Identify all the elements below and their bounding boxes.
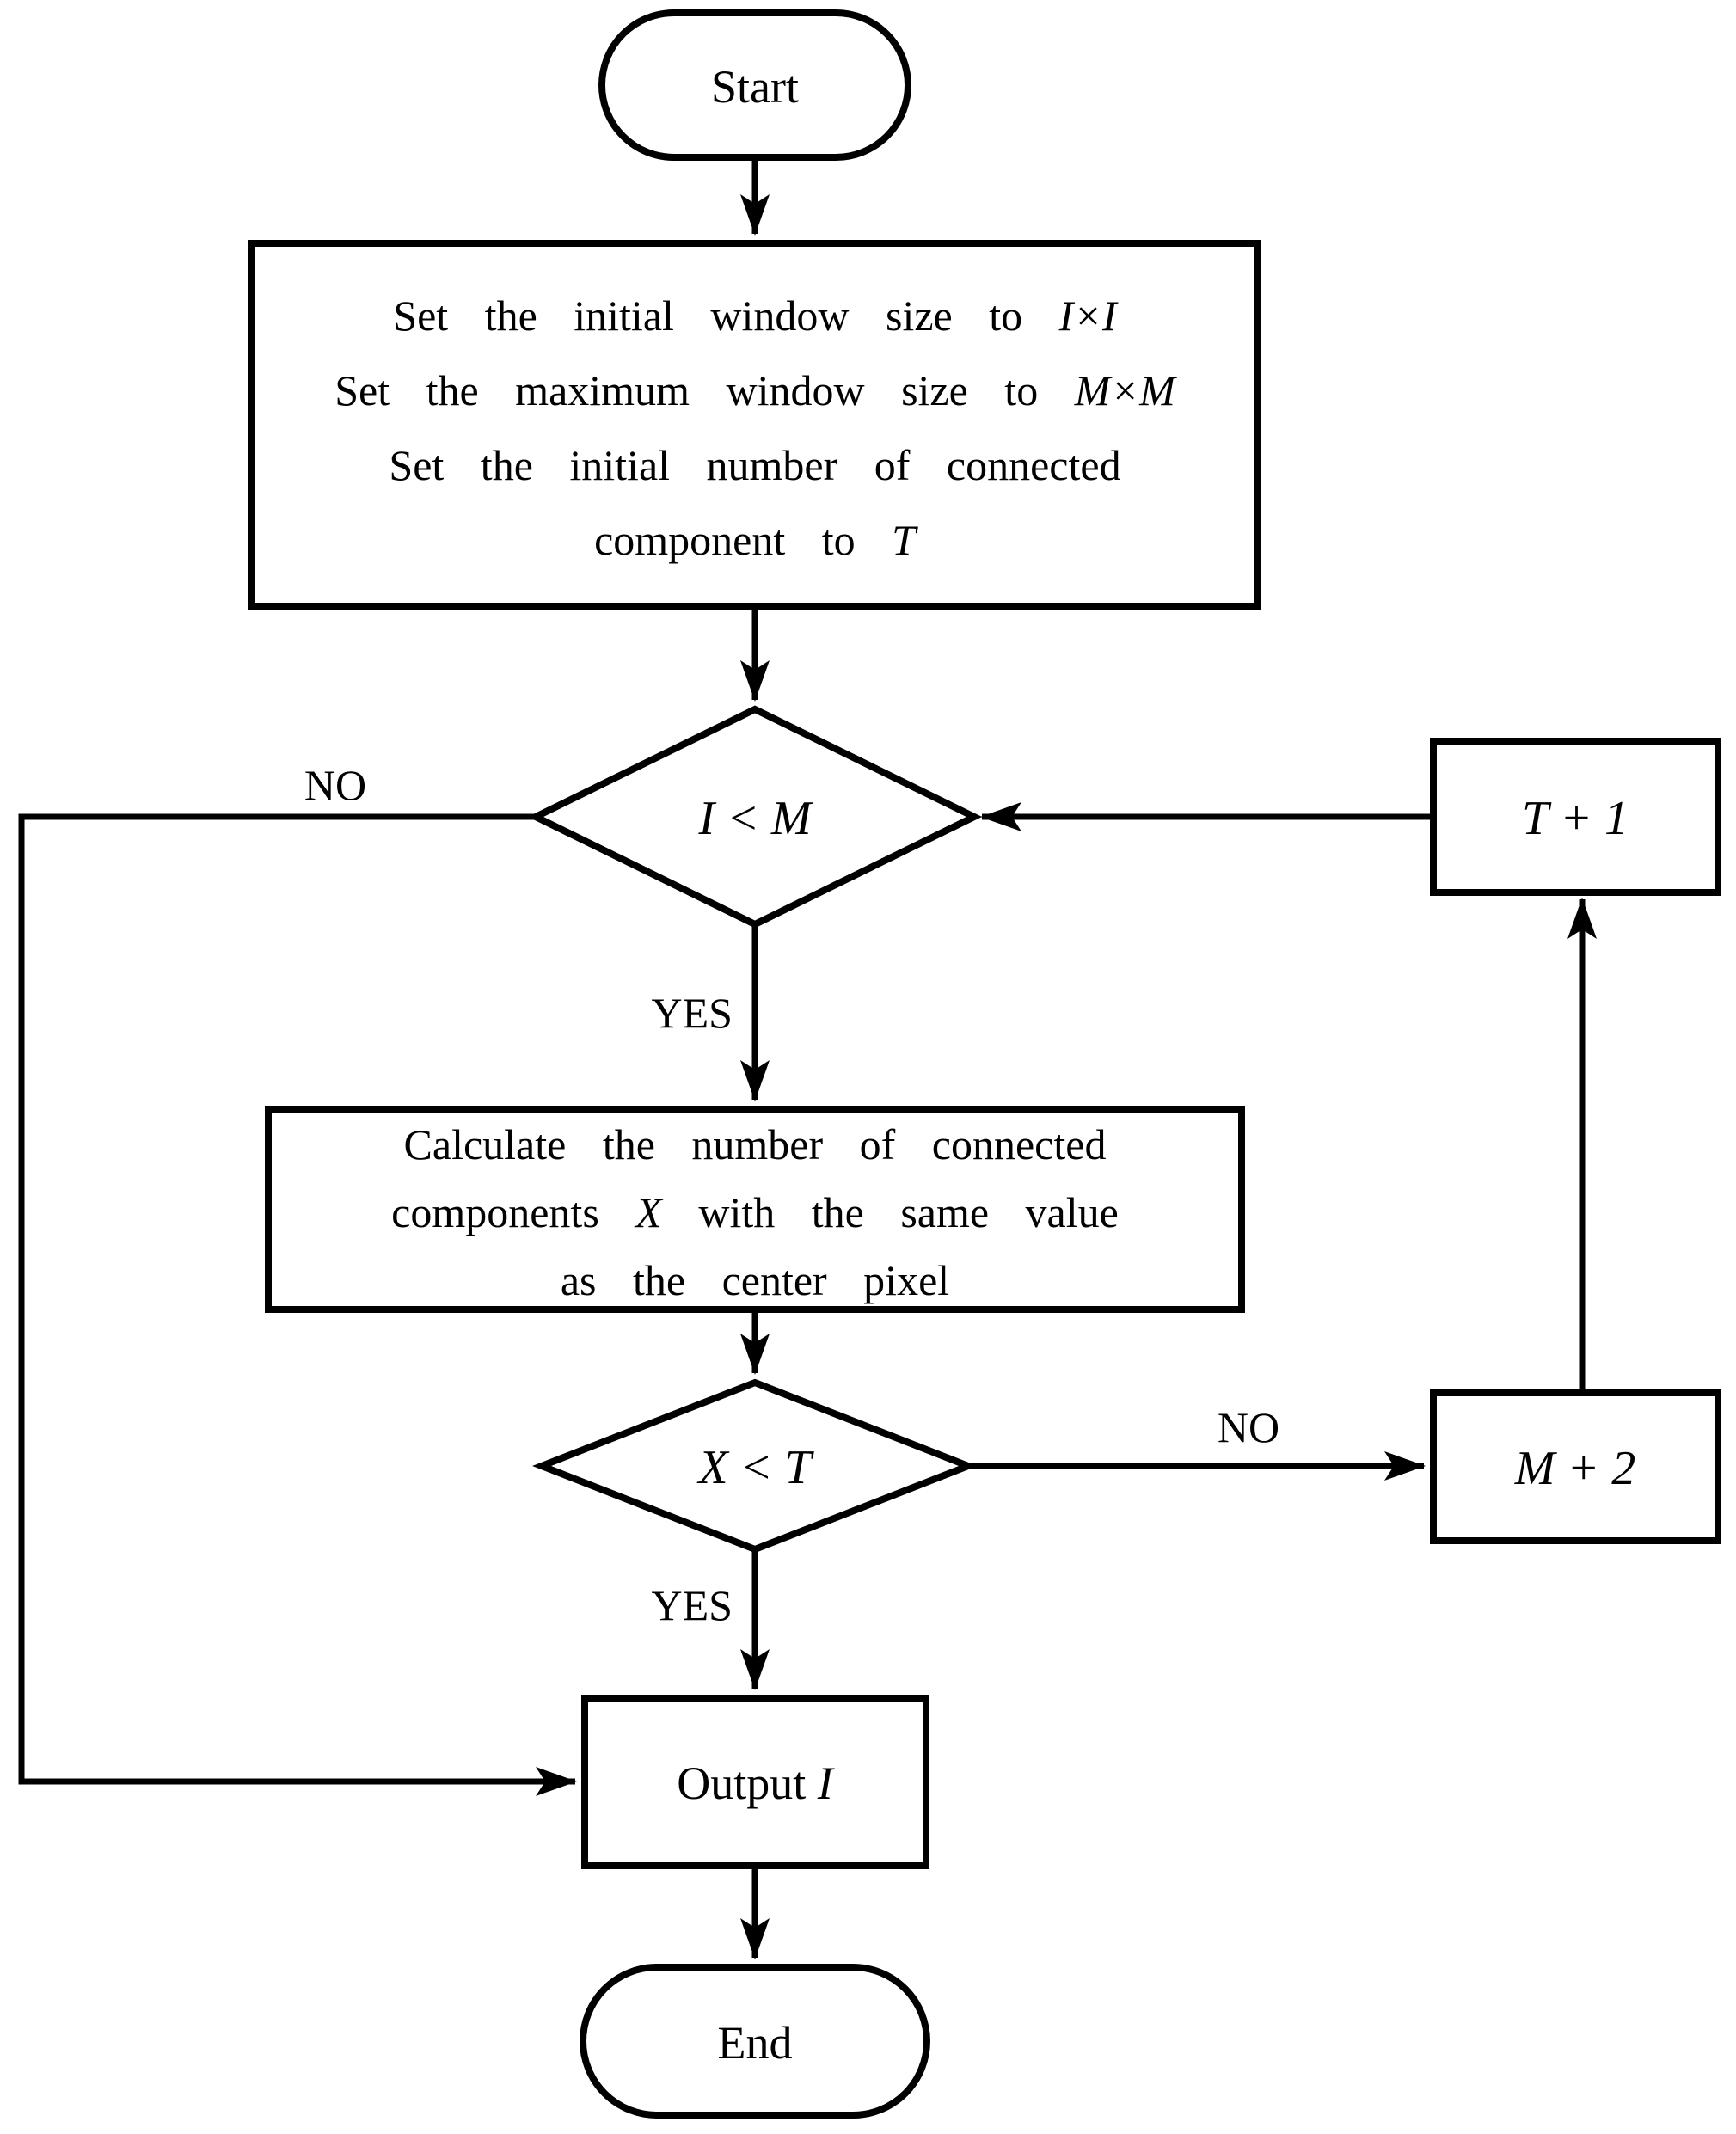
init-line-4: component to T xyxy=(594,516,918,564)
decision-window-label: I < M xyxy=(697,792,813,845)
calc-line-3: as the center pixel xyxy=(561,1256,949,1304)
end-label: End xyxy=(718,2017,793,2069)
init-line-1-text: Set the initial window size to xyxy=(393,291,1058,340)
edge-decision-window-no-loop xyxy=(18,813,577,1796)
calc-line-2: components X with the same value xyxy=(391,1188,1119,1236)
decision-components-label: X < T xyxy=(696,1441,814,1494)
output-node xyxy=(581,1695,929,1869)
decision-window-node xyxy=(527,705,983,929)
init-line-2-math: M×M xyxy=(1074,366,1177,414)
branch-label-window-no: NO xyxy=(304,761,366,809)
calc-line-2-math: X xyxy=(634,1188,664,1236)
output-label-text: Output xyxy=(677,1757,818,1809)
m-plus-2-label: M + 2 xyxy=(1514,1442,1635,1495)
init-line-3: Set the initial number of connected xyxy=(389,441,1120,489)
m-plus-2-node xyxy=(1430,1389,1721,1544)
output-label: Output I xyxy=(677,1757,836,1809)
init-line-1: Set the initial window size to I×I xyxy=(393,291,1119,340)
decision-components-node xyxy=(532,1378,978,1554)
branch-label-components-yes: YES xyxy=(652,1581,733,1629)
init-line-2: Set the maximum window size to M×M xyxy=(334,366,1177,414)
init-line-4-math: T xyxy=(892,516,918,564)
branch-label-components-no: NO xyxy=(1218,1403,1279,1451)
calc-line-2-text-post: with the same value xyxy=(662,1188,1119,1236)
init-line-2-text: Set the maximum window size to xyxy=(334,366,1074,414)
t-plus-1-node xyxy=(1430,738,1721,896)
branch-label-window-yes: YES xyxy=(652,989,733,1037)
init-line-1-math: I×I xyxy=(1058,291,1119,340)
calc-process-node xyxy=(265,1106,1245,1313)
calc-line-2-text: components xyxy=(391,1188,635,1236)
calc-line-1: Calculate the number of connected xyxy=(404,1120,1107,1168)
output-label-math: I xyxy=(817,1757,836,1809)
start-label: Start xyxy=(711,61,799,113)
t-plus-1-label: T + 1 xyxy=(1522,792,1629,845)
start-node xyxy=(598,9,911,161)
init-process-node xyxy=(248,240,1261,610)
init-line-4-text: component to xyxy=(594,516,892,564)
end-node xyxy=(580,1964,930,2119)
